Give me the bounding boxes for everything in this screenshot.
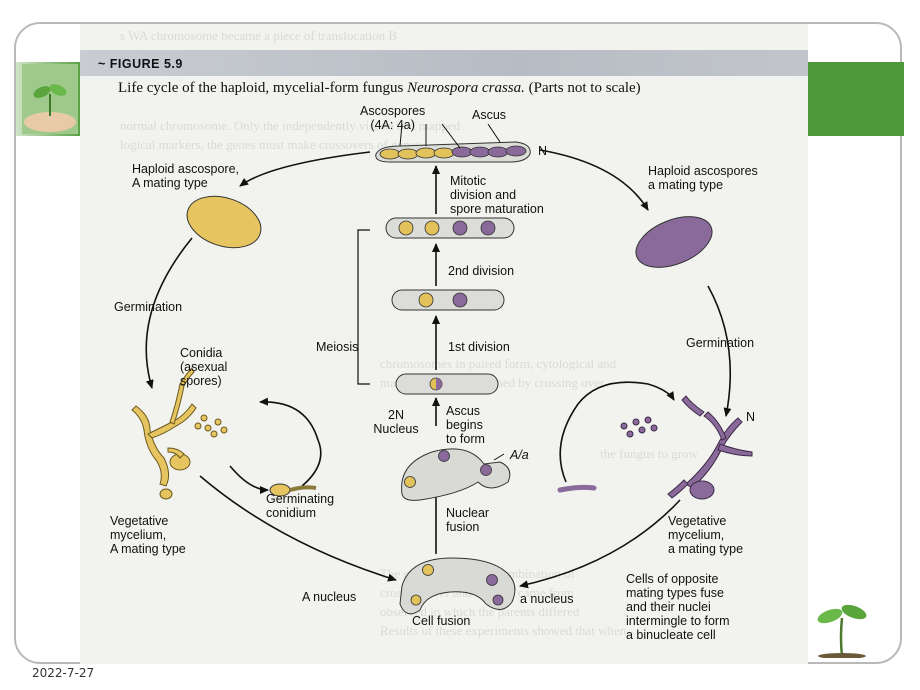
figure-caption: Life cycle of the haploid, mycelial-form… bbox=[118, 80, 641, 96]
diploid-ascus bbox=[395, 373, 499, 395]
figure-header-strip bbox=[80, 50, 808, 76]
arrow bbox=[519, 499, 681, 589]
slide-date: 2022-7-27 bbox=[32, 666, 95, 680]
arrow bbox=[239, 151, 371, 187]
ascospore-A bbox=[397, 148, 419, 160]
label-meiosis: Meiosis bbox=[316, 340, 359, 354]
background-text: logical markers, the genes must make cro… bbox=[120, 137, 421, 152]
four-spore-ascus bbox=[385, 217, 515, 239]
mycelium-A bbox=[131, 367, 228, 500]
arrow bbox=[539, 149, 649, 211]
background-text: s WA chromosome became a piece of transl… bbox=[120, 28, 398, 43]
label-n-top: N bbox=[538, 144, 548, 158]
background-text: Results of these experiments showed that… bbox=[380, 623, 627, 638]
ascospore-a bbox=[487, 146, 509, 158]
binucleate-cell bbox=[399, 557, 516, 615]
background-text: observed in which the parents differed bbox=[380, 604, 580, 619]
background-text: normal chromosome. Only the independentl… bbox=[120, 118, 461, 133]
meiosis-bracket bbox=[357, 229, 370, 385]
label-germination-left: Germination bbox=[114, 300, 183, 314]
ascospore-A bbox=[415, 147, 437, 159]
hand-seedling-icon bbox=[22, 64, 78, 134]
mature-ascus bbox=[375, 123, 531, 163]
ascospore-A bbox=[433, 147, 455, 159]
germinating-conidium bbox=[269, 483, 317, 497]
label-a-nucleus: a nucleus bbox=[520, 592, 574, 606]
ascospore-a bbox=[505, 145, 527, 157]
label-A-a: A/a bbox=[510, 448, 529, 462]
arrow bbox=[707, 285, 732, 417]
label-second-division: 2nd division bbox=[448, 264, 515, 278]
label-A-nucleus: A nucleus bbox=[302, 590, 357, 604]
figure-number: ~ FIGURE 5.9 bbox=[98, 57, 183, 71]
arrow bbox=[259, 397, 322, 487]
arrow bbox=[229, 465, 269, 494]
ascospore-a-large bbox=[635, 216, 713, 268]
label-ascospores: Ascospores(4A: 4a) bbox=[360, 104, 426, 132]
ascospore-a bbox=[469, 146, 491, 158]
forming-ascus bbox=[401, 448, 511, 501]
label-cell-fusion: Cell fusion bbox=[412, 614, 471, 628]
seedling-icon bbox=[817, 604, 867, 658]
ascospore-A-large bbox=[186, 195, 262, 249]
life-cycle-diagram bbox=[131, 123, 753, 615]
mycelium-a bbox=[620, 395, 753, 500]
ascospore-a bbox=[451, 146, 473, 158]
ascospore-A bbox=[379, 148, 401, 160]
textbook-page: s WA chromosome became a piece of transl… bbox=[80, 24, 808, 664]
background-text: chromosomes in paired form, cytological … bbox=[380, 356, 617, 371]
germinating-conidium-a bbox=[557, 484, 597, 493]
background-text: the fungus to grow bbox=[600, 446, 698, 461]
arrow bbox=[145, 237, 193, 389]
label-haploid-A: Haploid ascospore,A mating type bbox=[132, 162, 240, 190]
label-n-right: N bbox=[746, 410, 756, 424]
two-nuclei-ascus bbox=[391, 289, 505, 311]
arrow bbox=[199, 475, 397, 582]
label-ascus: Ascus bbox=[472, 108, 507, 122]
label-first-division: 1st division bbox=[448, 340, 510, 354]
arrow bbox=[559, 381, 675, 483]
label-germination-right: Germination bbox=[686, 336, 755, 350]
